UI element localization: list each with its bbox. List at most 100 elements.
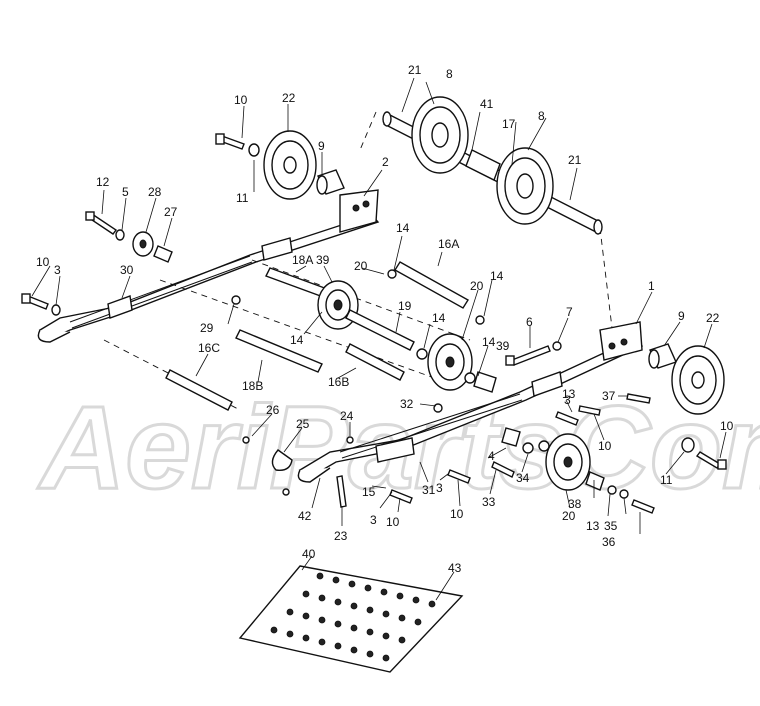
idler-wheel-22a [263,130,317,200]
callout-6: 6 [526,315,533,329]
callout-15: 15 [362,485,376,499]
axle-end-21b [593,219,603,235]
callout-27: 27 [164,205,178,219]
bolt-33 [491,461,515,478]
nut-23a [282,488,290,496]
bolt-10-rr [555,405,601,426]
bolt-36 [631,499,655,514]
callout-22a: 22 [282,91,296,105]
callout-33: 33 [482,495,496,509]
callout-24: 24 [340,409,354,423]
callout-3c: 3 [436,481,443,495]
washer-14d [464,372,476,384]
left-rail [37,189,380,343]
callout-13b: 13 [586,519,600,533]
wheel-8b [496,147,554,225]
rail-bracket-2 [339,189,379,233]
washer-34 [522,442,534,454]
callout-14a: 14 [396,221,410,235]
callout-14e: 14 [482,335,496,349]
bolt-10-mid [447,469,471,484]
washer-13b [607,485,617,495]
spacer-27 [153,245,173,263]
tip-25 [271,449,293,471]
callout-8b: 8 [538,109,545,123]
washer-35 [619,489,629,499]
callout-9a: 9 [318,139,325,153]
callout-10c: 10 [598,439,612,453]
callout-3a: 3 [54,263,61,277]
callout-10b: 10 [36,255,50,269]
track-wear-pad [238,565,464,673]
spacer-38 [585,471,605,491]
spacer-9b [648,343,677,369]
callout-14d: 14 [432,311,446,325]
shaft-19 [345,309,415,351]
callout-39b: 39 [496,339,510,353]
callout-37: 37 [602,389,616,403]
wheel-28 [132,231,154,257]
shaft-18b [235,329,323,373]
callout-14c: 14 [290,333,304,347]
washer-14a [387,269,397,279]
washer-5 [115,229,125,241]
rail-slider-31 [375,437,415,463]
callout-17: 17 [502,117,516,131]
callout-4: 4 [488,449,495,463]
nut-29 [231,295,241,305]
bolt-10-right [695,451,727,470]
washer-11a [248,143,260,157]
callout-39a: 39 [316,253,330,267]
rail-block-lower [531,371,563,397]
callout-1: 1 [648,279,655,293]
callout-18a: 18A [292,253,313,267]
callout-20b: 20 [470,279,484,293]
spacer-17 [465,149,501,181]
bolt-12 [85,211,118,235]
callout-20a: 20 [354,259,368,273]
washer-11b [681,437,695,453]
rear-axle-assembly [359,96,613,329]
callout-28: 28 [148,185,162,199]
callout-23: 23 [334,529,348,543]
nut-32 [433,403,443,413]
rail-tip-right [297,467,331,483]
callout-26: 26 [266,403,280,417]
callout-16a: 16A [438,237,459,251]
callout-9b: 9 [678,309,685,323]
callout-41: 41 [480,97,494,111]
rail-block-upper [261,237,293,261]
callout-11b: 11 [660,473,673,487]
nut-7 [552,341,562,351]
callout-42: 42 [298,509,312,523]
bolt-6 [505,345,551,366]
callout-43: 43 [448,561,462,575]
wheel-8a [411,96,469,174]
washer-14b [475,315,485,325]
callout-18b: 18B [242,379,263,393]
shaft-16c [165,369,233,411]
wheel-20b [545,433,591,491]
callout-16c: 16C [198,341,220,355]
callout-12: 12 [96,175,110,189]
rail-slider-30 [107,295,133,319]
callout-35: 35 [604,519,618,533]
bolt-10b [21,293,49,310]
callout-5: 5 [122,185,129,199]
callout-7: 7 [566,305,573,319]
callout-10f: 10 [386,515,400,529]
rail-tip-left [37,329,71,343]
bolt-23 [336,475,347,508]
spacer-9a [316,169,345,195]
callout-38: 38 [568,497,582,511]
callout-labels: 21 8 41 17 8 21 10 22 9 11 2 12 5 28 27 … [36,63,734,575]
callout-40: 40 [302,547,316,561]
callout-10e: 10 [450,507,464,521]
callout-20c: 20 [562,509,576,523]
axle-end-21a [382,111,392,127]
shaft-16b [345,343,405,381]
nut-24 [346,436,354,444]
idler-wheel-39a [317,280,359,330]
callout-25: 25 [296,417,310,431]
callout-3b: 3 [564,393,571,407]
